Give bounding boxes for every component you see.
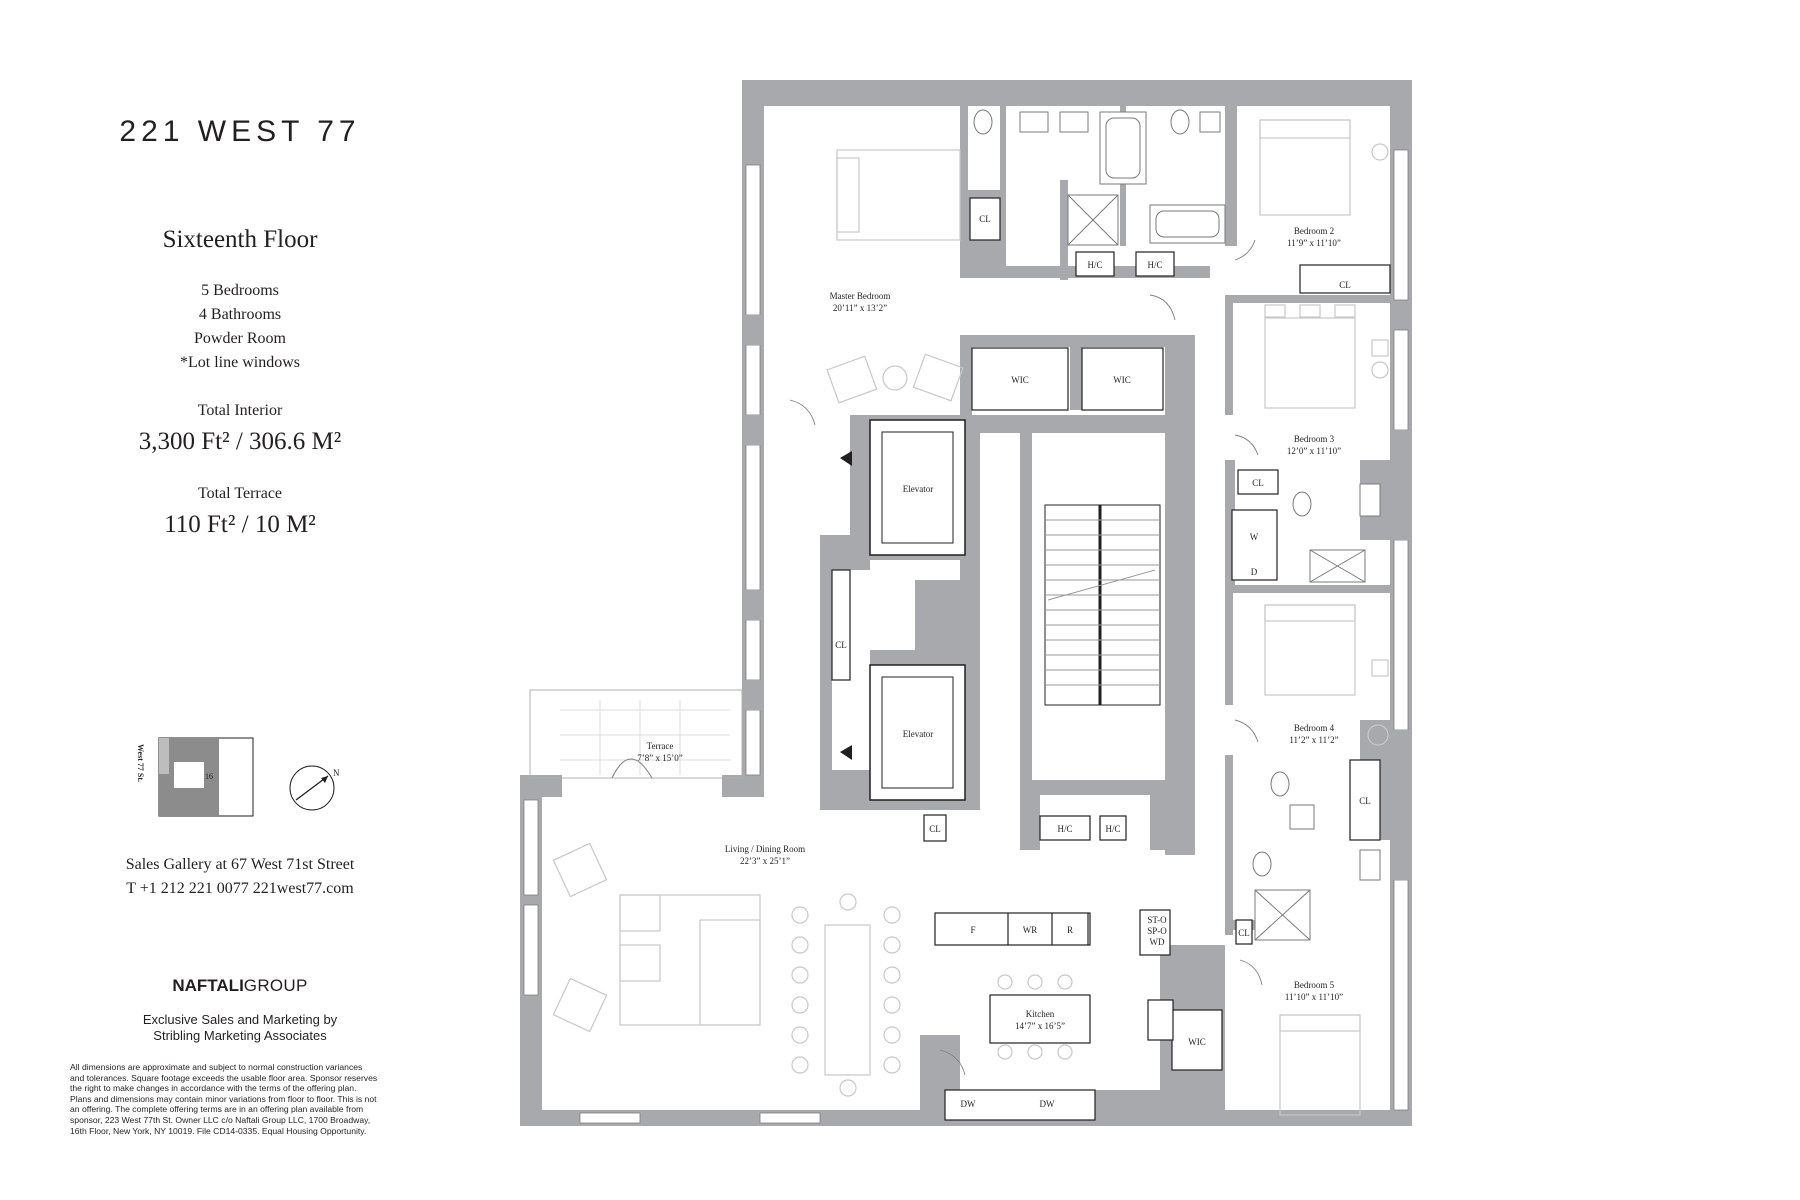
key-plan-street: West 77 St.	[136, 744, 145, 782]
disclaimer-line: sponsor, 223 West 77th St. Owner LLC c/o…	[70, 1114, 371, 1125]
key-plan-neighbor	[159, 738, 169, 774]
closet-label: CL	[1359, 796, 1371, 806]
compass-icon: N	[289, 765, 340, 811]
dishwasher-label: DW	[1040, 1099, 1055, 1109]
marketing-credit: Exclusive Sales and Marketing by Stribli…	[80, 1012, 400, 1044]
bedroom-2-dim: 11’9” x 11’10”	[1287, 238, 1341, 248]
closet-label: CL	[979, 214, 991, 224]
doors	[789, 239, 1263, 1076]
kitchen-dim: 14’7” x 16’5”	[1015, 1021, 1065, 1031]
wic-label: WIC	[1113, 375, 1131, 385]
key-plan: 16 West 77 St. N	[136, 737, 340, 817]
elevator-1-label: Elevator	[903, 484, 934, 494]
kitchen-counters	[934, 909, 1174, 1121]
hc-label: H/C	[1087, 260, 1102, 270]
closet-label: CL	[1252, 478, 1264, 488]
tag-labels: CL H/C H/C WIC WIC CL CL W D CL CL CL H/…	[835, 214, 1371, 1109]
disclaimer-line: Plans and dimensions may contain minor v…	[70, 1093, 377, 1104]
disclaimer-line: an offering. The complete offering terms…	[70, 1104, 364, 1115]
elevators	[840, 419, 966, 801]
stair	[1044, 504, 1161, 706]
wic-label: WIC	[1188, 1037, 1206, 1047]
bedroom-4-dim: 11’2” x 11’2”	[1289, 735, 1338, 745]
hc-label: H/C	[1147, 260, 1162, 270]
floor-plan: Master Bedroom 20’11” x 13’2” Bedroom 2 …	[520, 80, 1412, 1126]
closet-label: CL	[1339, 280, 1351, 290]
marketing-credit-line-2: Stribling Marketing Associates	[153, 1028, 327, 1043]
washer-dryer-label: WD	[1150, 937, 1165, 947]
bedroom-3-name: Bedroom 3	[1294, 434, 1335, 444]
dishwasher-label: DW	[961, 1099, 976, 1109]
elevator-arrow-icon	[840, 451, 852, 466]
key-plan-core	[174, 762, 204, 788]
kitchen-name: Kitchen	[1026, 1009, 1055, 1019]
feature-bathrooms: 4 Bathrooms	[198, 306, 282, 323]
disclaimer-line: All dimensions are approximate and subje…	[70, 1062, 363, 1072]
terrace-dim: 7’8” x 15’0”	[637, 753, 682, 763]
developer-logo-bold: NAFTALI	[172, 976, 244, 995]
bedroom-3-dim: 12’0” x 11’10”	[1287, 446, 1341, 456]
disclaimer-line: and tolerances. Square footage exceeds t…	[70, 1072, 378, 1083]
master-bedroom-name: Master Bedroom	[830, 291, 891, 301]
bedroom-5-name: Bedroom 5	[1294, 980, 1335, 990]
sales-gallery: Sales Gallery at 67 West 71st Street	[125, 856, 355, 873]
storage-label: ST-O	[1147, 915, 1167, 925]
closet-label: CL	[835, 640, 847, 650]
closet-label: CL	[1238, 928, 1250, 938]
elevator-arrow-icon	[840, 745, 852, 760]
dryer-label: D	[1251, 567, 1258, 577]
total-interior-label: Total Interior	[197, 402, 283, 419]
washer-label: W	[1250, 532, 1259, 542]
furniture	[552, 119, 1389, 1116]
total-terrace-label: Total Terrace	[197, 485, 283, 502]
total-interior-value: 3,300 Ft² / 306.6 M²	[138, 428, 342, 455]
feature-lot-line-windows: *Lot line windows	[180, 354, 300, 371]
spare-label: SP-O	[1147, 926, 1167, 936]
info-panel: 221 WEST 77 Sixteenth Floor 5 Bedrooms 4…	[0, 0, 480, 1200]
developer-logo: NAFTALIGROUP	[80, 976, 400, 996]
range-label: R	[1067, 925, 1073, 935]
compass-north-label: N	[333, 768, 340, 778]
windows	[523, 149, 1409, 1124]
feature-bedrooms: 5 Bedrooms	[201, 282, 279, 299]
room-labels: Master Bedroom 20’11” x 13’2” Bedroom 2 …	[637, 226, 1343, 1031]
bedroom-2-name: Bedroom 2	[1294, 226, 1334, 236]
elevator-2-label: Elevator	[903, 729, 934, 739]
key-plan-floor-number: 16	[205, 772, 213, 781]
developer-logo-light: GROUP	[243, 976, 308, 995]
terrace	[529, 689, 743, 779]
closet-label: CL	[929, 824, 941, 834]
legal-disclaimer: All dimensions are approximate and subje…	[70, 1062, 420, 1136]
closets	[831, 197, 1391, 1071]
master-bedroom-dim: 20’11” x 13’2”	[833, 303, 887, 313]
bedroom-5-dim: 11’10” x 11’10”	[1285, 992, 1343, 1002]
bathroom-fixtures	[973, 109, 1381, 941]
floor-title: Sixteenth Floor	[162, 226, 318, 253]
living-dining-name: Living / Dining Room	[725, 844, 805, 854]
feature-powder-room: Powder Room	[194, 330, 286, 347]
bedroom-4-name: Bedroom 4	[1294, 723, 1335, 733]
living-dining-dim: 22’3” x 25’1”	[740, 856, 790, 866]
building-name: 221 WEST 77	[119, 115, 361, 148]
disclaimer-line: the right to make changes in accordance …	[70, 1083, 357, 1094]
wall-piers	[742, 315, 1412, 880]
marketing-credit-line-1: Exclusive Sales and Marketing by	[142, 1012, 338, 1027]
wine-refrigerator-label: WR	[1023, 925, 1038, 935]
disclaimer-line: 16th Floor, New York, NY 10019. File CD1…	[70, 1125, 367, 1136]
wic-label: WIC	[1011, 375, 1029, 385]
total-terrace-value: 110 Ft² / 10 M²	[164, 511, 316, 538]
fridge-label: F	[970, 925, 975, 935]
hc-label: H/C	[1105, 824, 1120, 834]
terrace-name: Terrace	[647, 741, 674, 751]
hc-label: H/C	[1057, 824, 1072, 834]
phone-and-website: T +1 212 221 0077 221west77.com	[126, 880, 354, 897]
